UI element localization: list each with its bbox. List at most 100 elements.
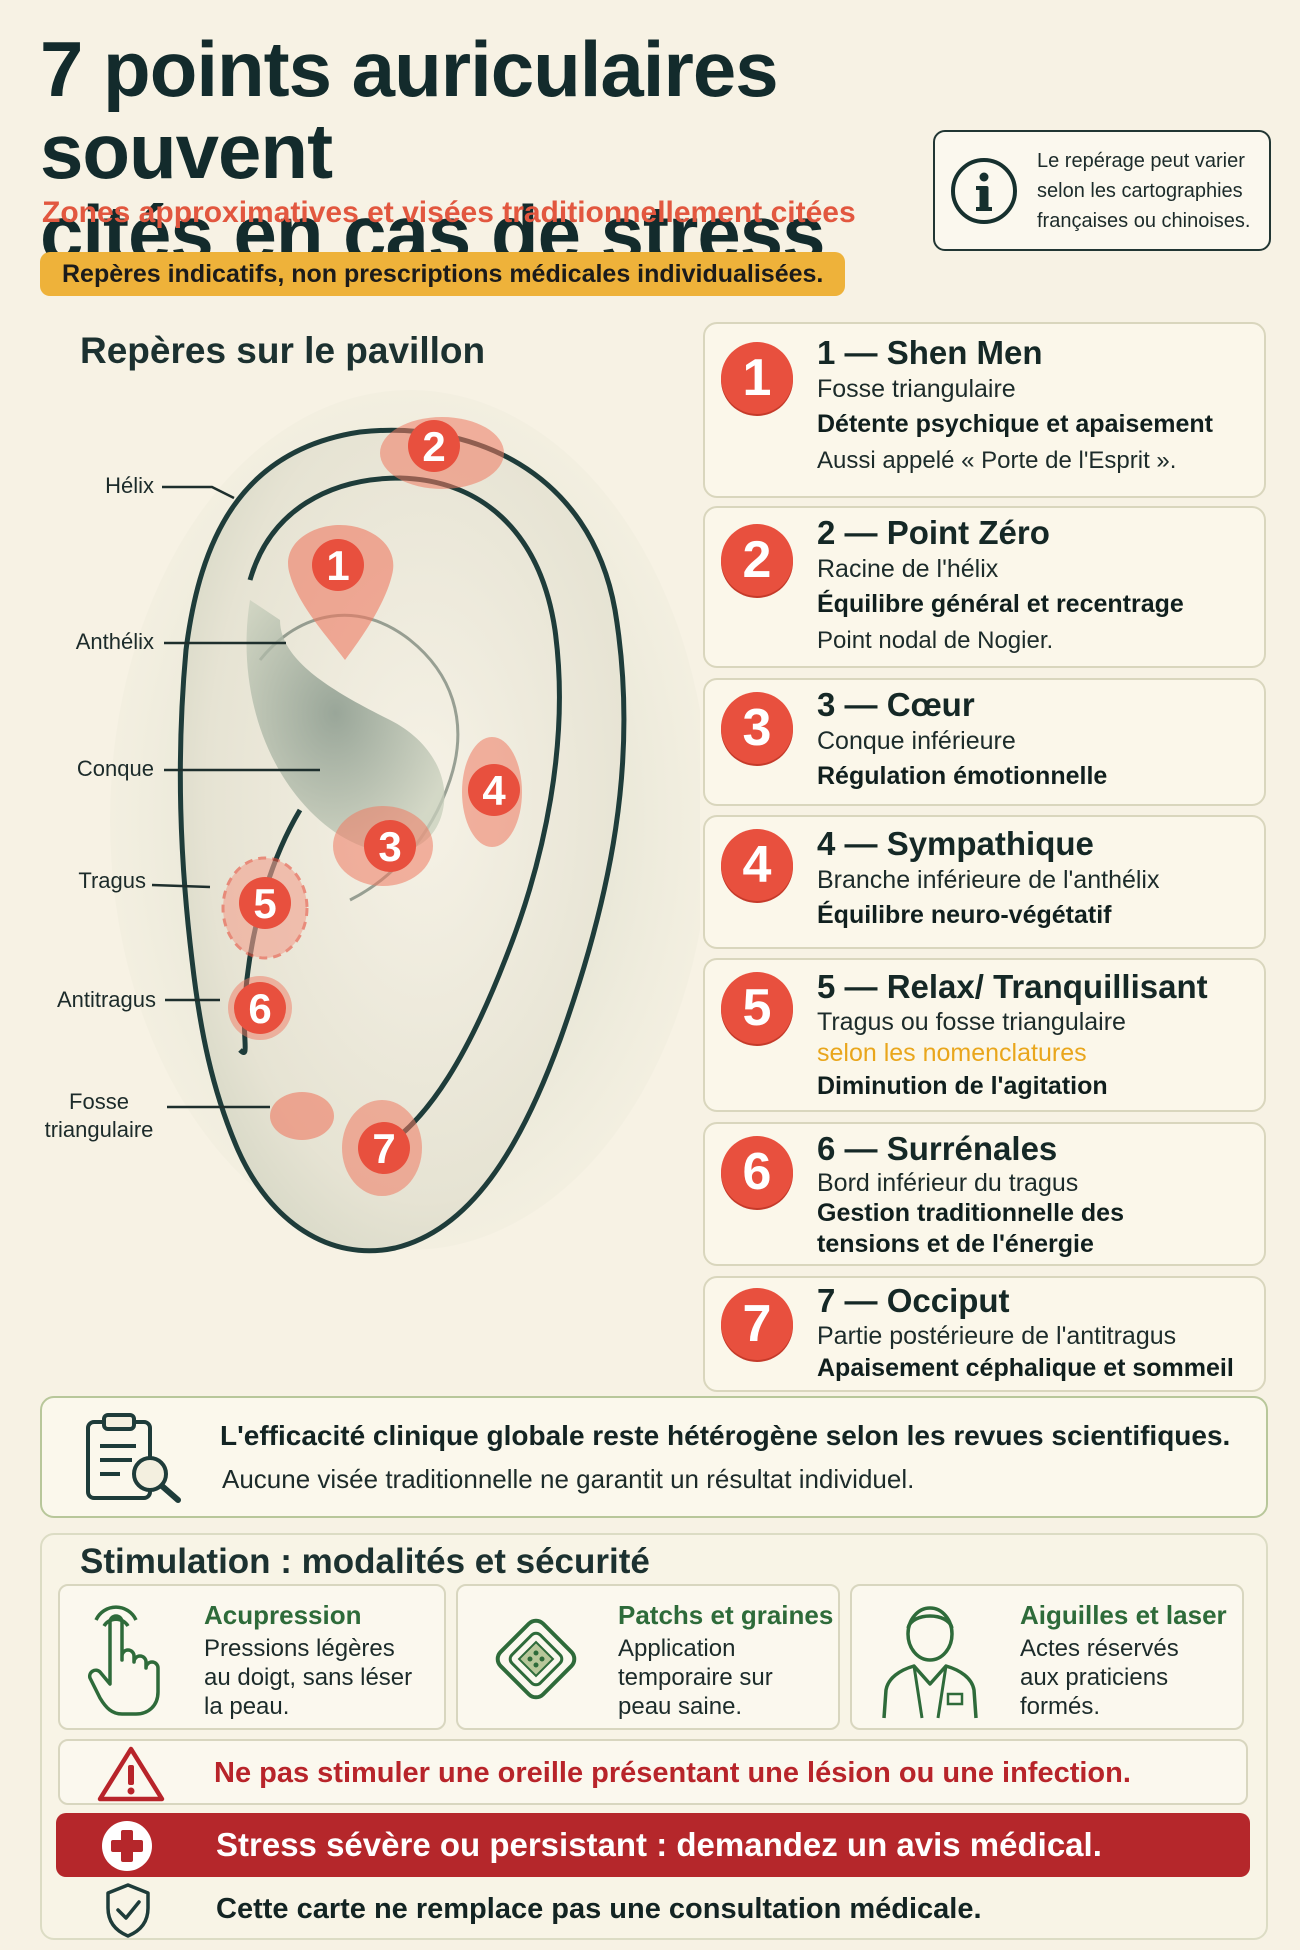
point-location: Bord inférieur du tragus [817, 1169, 1079, 1197]
point-card-6: 6 6 — Surrénales Bord inférieur du tragu… [703, 1122, 1266, 1266]
lesion-warning: Ne pas stimuler une oreille présentant u… [58, 1739, 1248, 1805]
medical-advice-alert: Stress sévère ou persistant : demandez u… [56, 1813, 1250, 1877]
marker-5-label: 5 [253, 880, 276, 927]
marker-5 [239, 877, 291, 929]
modality-line: formés. [1020, 1693, 1101, 1720]
marker-7 [358, 1122, 410, 1174]
modality-line: la peau. [204, 1693, 290, 1720]
label-tragus: Tragus [78, 868, 146, 893]
modality-line: temporaire sur [618, 1664, 773, 1691]
point-title: 2 — Point Zéro [817, 514, 1050, 551]
disclaimer-banner: Repères indicatifs, non prescriptions mé… [40, 252, 846, 296]
point-effect-line-2: tensions et de l'énergie [817, 1230, 1094, 1258]
clipboard-search-icon [86, 1413, 181, 1503]
label-fossa: Fosse triangulaire [30, 1088, 168, 1144]
modality-title: Aiguilles et laser [1020, 1600, 1227, 1630]
point-effect-line-1: Gestion traditionnelle des [817, 1199, 1124, 1227]
point-note: selon les nomenclatures [817, 1039, 1087, 1067]
modality-title: Acupression [204, 1600, 362, 1630]
point-card-5: 5 5 — Relax/ Tranquillisant Tragus ou fo… [703, 958, 1266, 1112]
point-title: 1 — Shen Men [817, 334, 1043, 371]
modality-needles-laser: Aiguilles et laser Actes réservés aux pr… [850, 1584, 1244, 1730]
marker-4-label: 4 [482, 767, 506, 814]
modality-patches: Patchs et graines Application temporaire… [456, 1584, 840, 1730]
modality-title: Patchs et graines [618, 1600, 834, 1630]
point-extra: Point nodal de Nogier. [817, 627, 1054, 654]
point-location: Racine de l'hélix [817, 555, 999, 583]
point-number-badge: 2 [721, 524, 793, 596]
modality-line: Application [618, 1635, 736, 1662]
point-extra: Aussi appelé « Porte de l'Esprit ». [817, 447, 1177, 474]
label-fossa-line-2: triangulaire [44, 1117, 154, 1142]
info-line: françaises ou chinoises. [1037, 209, 1251, 232]
marker-2-label: 2 [422, 423, 445, 470]
tragus-ridge [238, 808, 303, 1055]
ear-illustration: 2 1 4 3 5 6 7 [110, 390, 700, 1254]
marker-3-label: 3 [378, 823, 401, 870]
point-card-2: 2 2 — Point Zéro Racine de l'hélix Équil… [703, 506, 1266, 668]
point-title: 3 — Cœur [817, 686, 975, 723]
point-number-badge: 7 [721, 1288, 793, 1360]
marker-1-label: 1 [326, 542, 349, 589]
point-card-4: 4 4 — Sympathique Branche inférieure de … [703, 815, 1266, 949]
evidence-headline: L'efficacité clinique globale reste hété… [220, 1420, 1231, 1451]
point-effect: Détente psychique et apaisement [817, 410, 1213, 438]
point-location: Tragus ou fosse triangulaire [817, 1008, 1126, 1036]
point-title: 7 — Occiput [817, 1282, 1010, 1319]
marker-3 [364, 820, 416, 872]
page-title: 7 points auriculaires souvent cités en c… [40, 28, 960, 274]
point-card-7: 7 7 — Occiput Partie postérieure de l'an… [703, 1276, 1266, 1392]
final-disclaimer: Cette carte ne remplace pas une consulta… [216, 1893, 982, 1925]
marker-1 [312, 539, 364, 591]
point-location: Fosse triangulaire [817, 375, 1016, 403]
point-card-3: 3 3 — Cœur Conque inférieure Régulation … [703, 678, 1266, 806]
label-antitragus: Antitragus [56, 987, 156, 1012]
point-location: Partie postérieure de l'antitragus [817, 1322, 1177, 1350]
point-number-badge: 5 [721, 972, 793, 1044]
info-box: Le repérage peut varier selon les cartog… [933, 130, 1271, 251]
point-location: Branche inférieure de l'anthélix [817, 866, 1160, 894]
point-effect: Diminution de l'agitation [817, 1072, 1108, 1100]
label-antihelix: Anthélix [75, 629, 154, 654]
marker-2 [408, 420, 460, 472]
tragus-connector [151, 883, 211, 889]
modality-line: Pressions légères [204, 1635, 395, 1662]
info-icon [951, 157, 1017, 224]
title-line-1: 7 points auriculaires souvent [40, 25, 779, 195]
modality-line: Actes réservés [1020, 1635, 1179, 1662]
patch-icon [495, 1618, 577, 1700]
evidence-subline: Aucune visée traditionnelle ne garantit … [222, 1464, 915, 1494]
concha-cavity [246, 600, 445, 853]
point-card-1: 1 1 — Shen Men Fosse triangulaire Détent… [703, 322, 1266, 498]
warning-text: Ne pas stimuler une oreille présentant u… [214, 1757, 1131, 1789]
point-title: 6 — Surrénales [817, 1130, 1058, 1167]
warning-icon [97, 1746, 165, 1802]
point-number-badge: 3 [721, 692, 793, 764]
marker-7-label: 7 [372, 1125, 395, 1172]
marker-6-label: 6 [248, 985, 271, 1032]
marker-6 [234, 982, 286, 1034]
info-text: Le repérage peut varier selon les cartog… [1037, 146, 1250, 236]
point-number-badge: 6 [721, 1136, 793, 1208]
marker-4 [468, 764, 520, 816]
label-concha: Conque [76, 756, 154, 781]
alert-text: Stress sévère ou persistant : demandez u… [216, 1826, 1102, 1863]
medical-cross-icon [102, 1821, 152, 1871]
helix-rim [247, 475, 562, 1153]
label-fossa-line-1: Fosse [69, 1089, 129, 1114]
helix-connector [162, 485, 235, 500]
point-effect: Équilibre neuro-végétatif [817, 901, 1112, 929]
label-helix: Hélix [105, 473, 154, 498]
point-number-badge: 1 [721, 342, 793, 414]
modality-acupression: Acupression Pressions légères au doigt, … [58, 1584, 446, 1730]
point-effect: Régulation émotionnelle [817, 762, 1108, 790]
modality-line: au doigt, sans léser [204, 1664, 413, 1691]
modality-description: Actes réservés aux praticiens formés. [1020, 1634, 1179, 1721]
point-location: Conque inférieure [817, 727, 1016, 755]
point-effect: Apaisement céphalique et sommeil [817, 1354, 1234, 1382]
modality-description: Pressions légères au doigt, sans léser l… [204, 1634, 412, 1721]
evidence-box: L'efficacité clinique globale reste hété… [40, 1396, 1268, 1518]
stimulation-heading: Stimulation : modalités et sécurité [80, 1542, 650, 1581]
point-title: 5 — Relax/ Tranquillisant [817, 968, 1208, 1005]
info-line: Le repérage peut varier [1037, 149, 1245, 172]
